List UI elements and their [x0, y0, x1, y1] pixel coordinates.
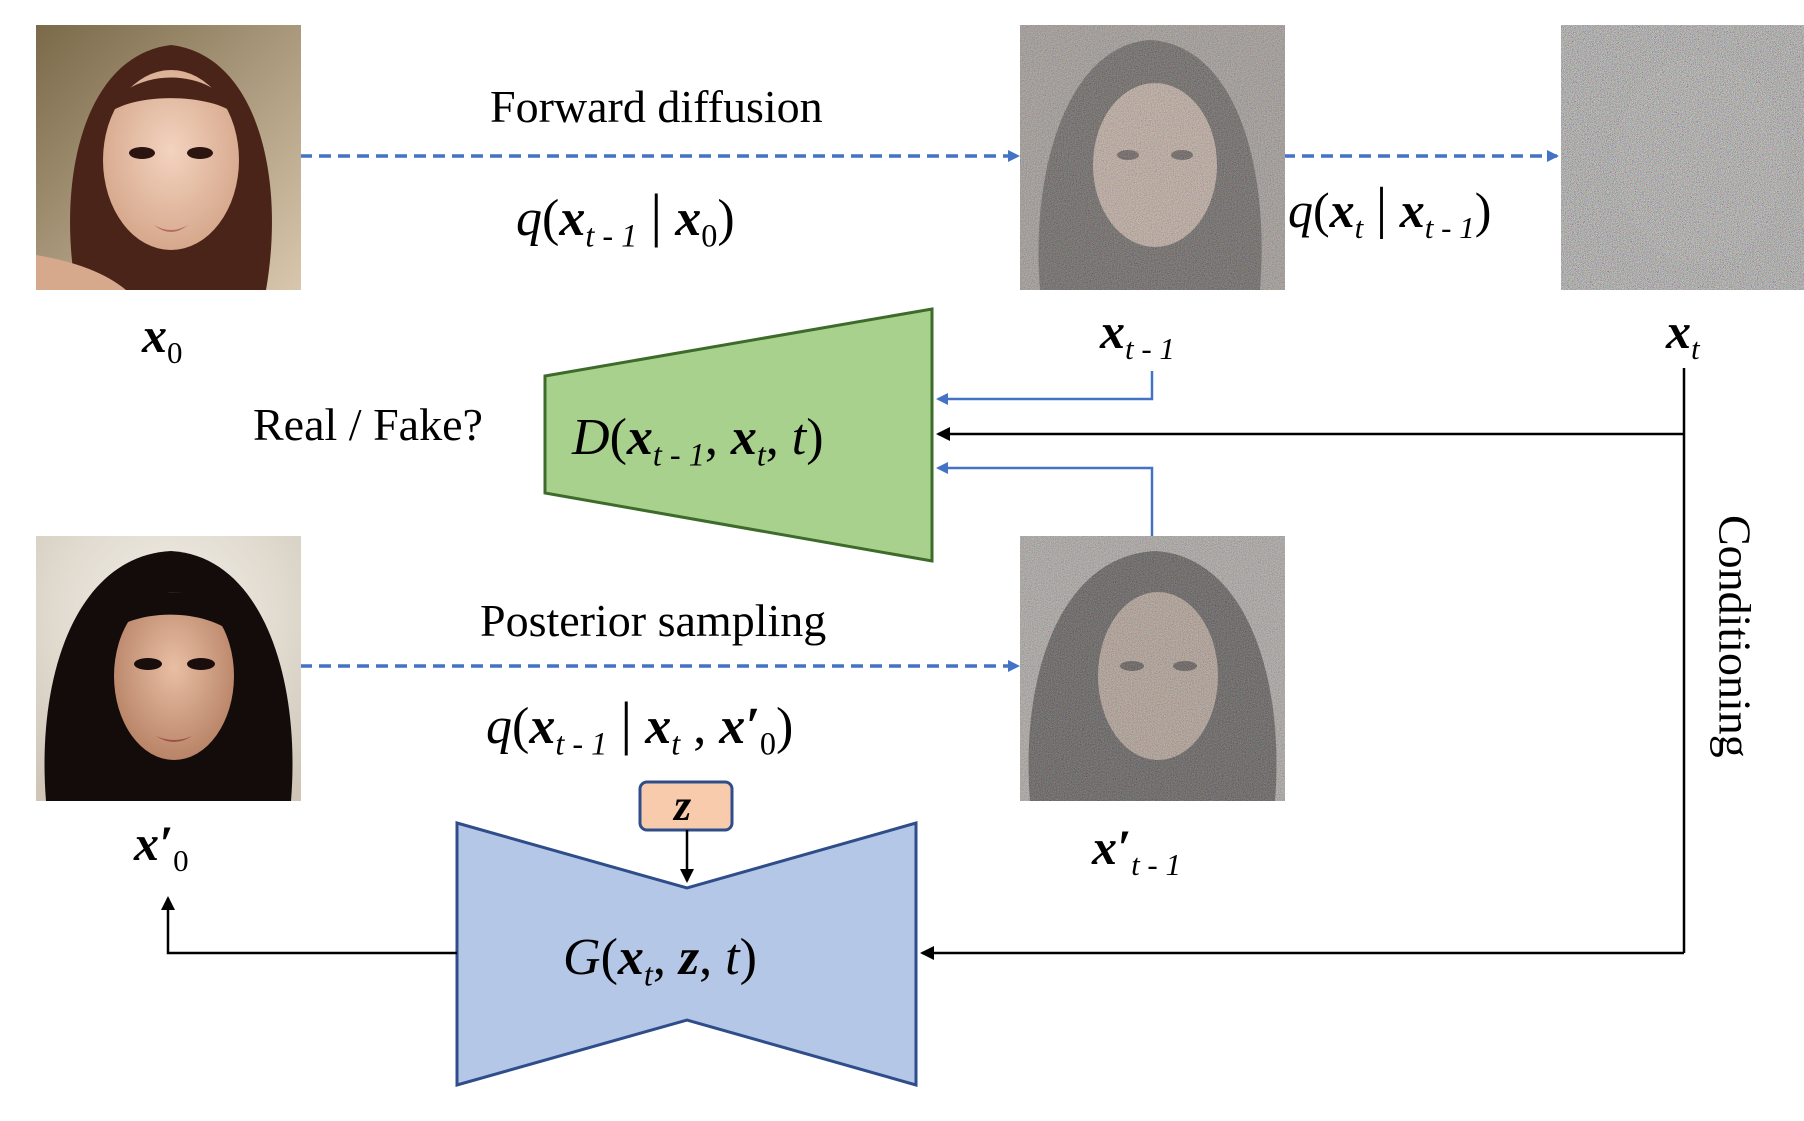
generated-face-image [36, 536, 301, 801]
x0-label: x0 [142, 307, 183, 370]
generator-output-arrow [161, 896, 457, 955]
x-t-label: xt [1666, 303, 1700, 366]
conditioning-label: Conditioning [1709, 515, 1761, 758]
clean-face-image [36, 25, 301, 290]
posterior-q-formula: q(xt - 1 | xt , x′0) [486, 690, 794, 762]
conditioning-label-wrap: Conditioning [1705, 515, 1765, 815]
generator-label: G(xt, z, t) [563, 929, 757, 993]
real-fake-label: Real / Fake? [253, 399, 483, 450]
forward-diffusion-label: Forward diffusion [490, 81, 823, 132]
x-t-minus-1-to-discriminator [936, 371, 1154, 405]
generator-shape [455, 821, 918, 1087]
posterior-sampling-label: Posterior sampling [480, 595, 827, 646]
z-label: z [674, 781, 692, 830]
noisy-face-image [1020, 25, 1285, 290]
discriminator-label: D(xt - 1, xt, t) [572, 409, 824, 473]
x-t-minus-1-label: xt - 1 [1100, 303, 1175, 366]
discriminator-shape [543, 307, 934, 563]
forward-step-q-formula: q(xt | xt - 1) [1288, 177, 1492, 245]
generated-noisy-face-image [1020, 536, 1285, 801]
pure-noise-image [1561, 25, 1804, 290]
x-prime-0-label: x′0 [134, 815, 189, 878]
x-prime-t-minus-1-to-discriminator [936, 462, 1154, 536]
forward-q-formula: q(xt - 1 | x0) [516, 182, 735, 254]
x-prime-t-minus-1-label: x′t - 1 [1092, 819, 1181, 882]
